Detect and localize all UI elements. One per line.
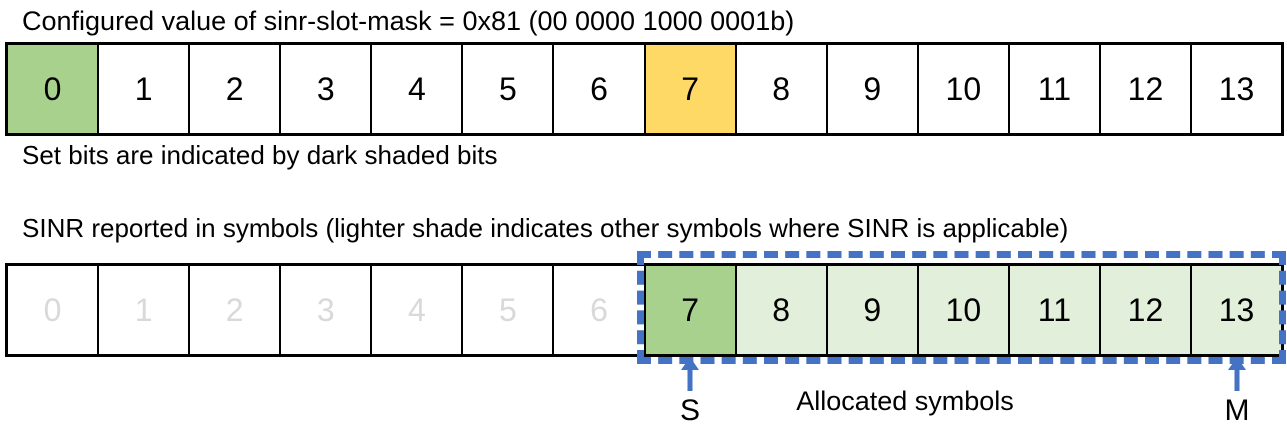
mask-bit-row: 0 1 2 3 4 5 6 7 8 9 10 11 12 13 bbox=[5, 42, 1284, 136]
bit-cell-12: 12 bbox=[1100, 45, 1193, 133]
bit-cell-11: 11 bbox=[1009, 45, 1101, 133]
symbol-cell-1: 1 bbox=[99, 266, 191, 354]
symbol-cell-5: 5 bbox=[463, 266, 555, 354]
end-symbol-label: M bbox=[1224, 394, 1250, 427]
symbol-cell-7: 7 bbox=[645, 266, 737, 354]
bit-cell-8: 8 bbox=[736, 45, 828, 133]
bit-cell-6: 6 bbox=[554, 45, 646, 133]
symbol-cell-13: 13 bbox=[1192, 266, 1282, 354]
bit-cell-4: 4 bbox=[372, 45, 464, 133]
bit-cell-5: 5 bbox=[463, 45, 555, 133]
arrow-up-icon bbox=[681, 357, 699, 391]
symbol-cell-0: 0 bbox=[8, 266, 100, 354]
symbol-cell-3: 3 bbox=[281, 266, 373, 354]
start-symbol-label: S bbox=[679, 394, 700, 427]
arrow-up-icon bbox=[1228, 357, 1246, 391]
bit-cell-3: 3 bbox=[281, 45, 373, 133]
bit-cell-10: 10 bbox=[918, 45, 1010, 133]
symbol-cell-4: 4 bbox=[372, 266, 464, 354]
mask-title: Configured value of sinr-slot-mask = 0x8… bbox=[22, 6, 795, 36]
symbol-cell-10: 10 bbox=[918, 266, 1010, 354]
bit-cell-9: 9 bbox=[827, 45, 919, 133]
allocated-symbols-label: Allocated symbols bbox=[796, 386, 1014, 416]
bit-cell-13: 13 bbox=[1192, 45, 1282, 133]
symbol-cell-9: 9 bbox=[827, 266, 919, 354]
symbols-title: SINR reported in symbols (lighter shade … bbox=[22, 213, 1069, 243]
bit-cell-0: 0 bbox=[8, 45, 100, 133]
end-symbol-pointer: M bbox=[1213, 357, 1261, 428]
symbol-cell-8: 8 bbox=[736, 266, 828, 354]
start-symbol-pointer: S bbox=[666, 357, 714, 428]
symbol-cell-11: 11 bbox=[1009, 266, 1101, 354]
mask-caption: Set bits are indicated by dark shaded bi… bbox=[22, 140, 498, 170]
bit-cell-7: 7 bbox=[645, 45, 737, 133]
symbol-cell-6: 6 bbox=[554, 266, 646, 354]
symbol-cell-12: 12 bbox=[1100, 266, 1193, 354]
bit-cell-2: 2 bbox=[190, 45, 282, 133]
bit-cell-1: 1 bbox=[99, 45, 191, 133]
symbol-cell-2: 2 bbox=[190, 266, 282, 354]
symbol-row: 0 1 2 3 4 5 6 7 8 9 10 11 12 13 bbox=[5, 263, 1284, 357]
